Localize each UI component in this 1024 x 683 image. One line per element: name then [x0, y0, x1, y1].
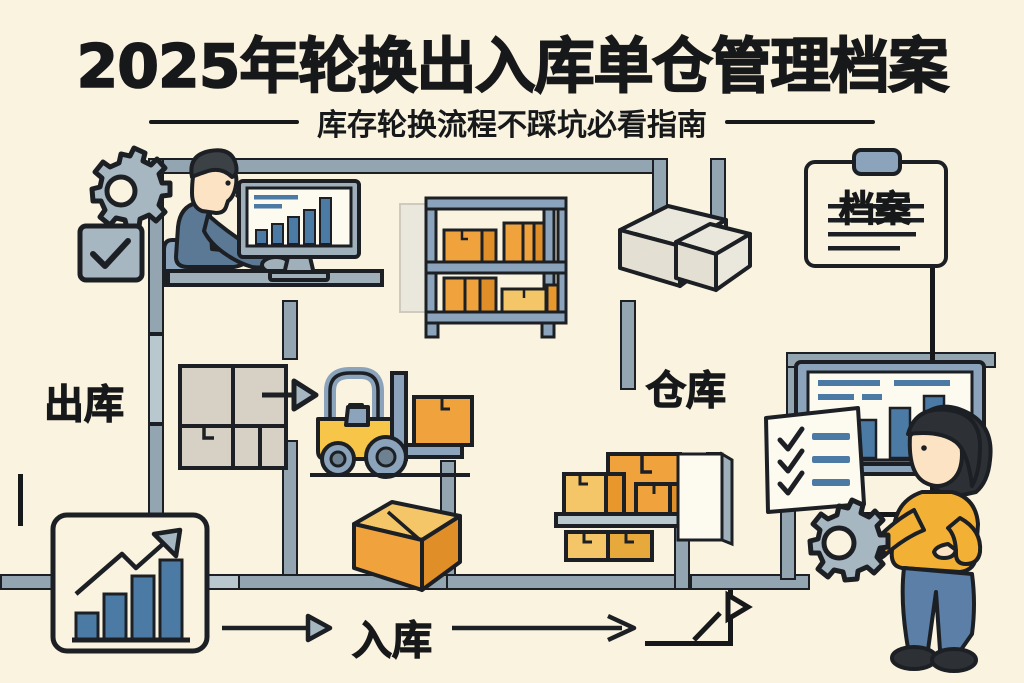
- pipe-left-down-light: [148, 334, 164, 424]
- arrow-right-icon: [222, 613, 333, 643]
- arrow-right-icon: [262, 378, 319, 412]
- clipboard-icon: [804, 148, 948, 268]
- page-subtitle: 库存轮换流程不踩坑必看指南: [317, 108, 707, 143]
- wire-bottom-right-horizontal: [645, 641, 733, 646]
- growth-chart-icon: [50, 512, 210, 654]
- white-panel: [676, 451, 734, 547]
- gear-icon: [89, 145, 173, 231]
- arrow-right-icon: [452, 613, 637, 643]
- label-inbound: 入库: [351, 617, 432, 664]
- shelf-rack: [399, 196, 568, 339]
- checklist-icon: [764, 406, 866, 514]
- wire-flag-marks: [692, 590, 753, 642]
- cardboard-box-large: [352, 500, 462, 592]
- gray-box-grid: [178, 364, 288, 470]
- desk-monitor: [237, 179, 361, 282]
- checkbox-check-icon[interactable]: [76, 222, 146, 284]
- subtitle-row: 库存轮换流程不踩坑必看指南: [0, 100, 1024, 144]
- pipe-center-vertical: [620, 300, 636, 390]
- clipboard-title: 档案: [838, 188, 911, 230]
- wire-bottom-left-corner: [18, 474, 23, 526]
- page-title: 2025年轮换出入库单仓管理档案: [76, 31, 950, 103]
- label-outbound: 出库: [43, 381, 124, 428]
- pipe-mid-vertical-a: [282, 300, 298, 360]
- gear-icon: [807, 497, 891, 583]
- label-warehouse: 仓库: [645, 367, 726, 414]
- white-boxes-pair: [618, 204, 752, 292]
- person-presenter: [858, 404, 993, 673]
- subtitle-rule-right: [725, 120, 875, 124]
- subtitle-rule-left: [149, 120, 299, 124]
- forklift-icon: [310, 367, 474, 479]
